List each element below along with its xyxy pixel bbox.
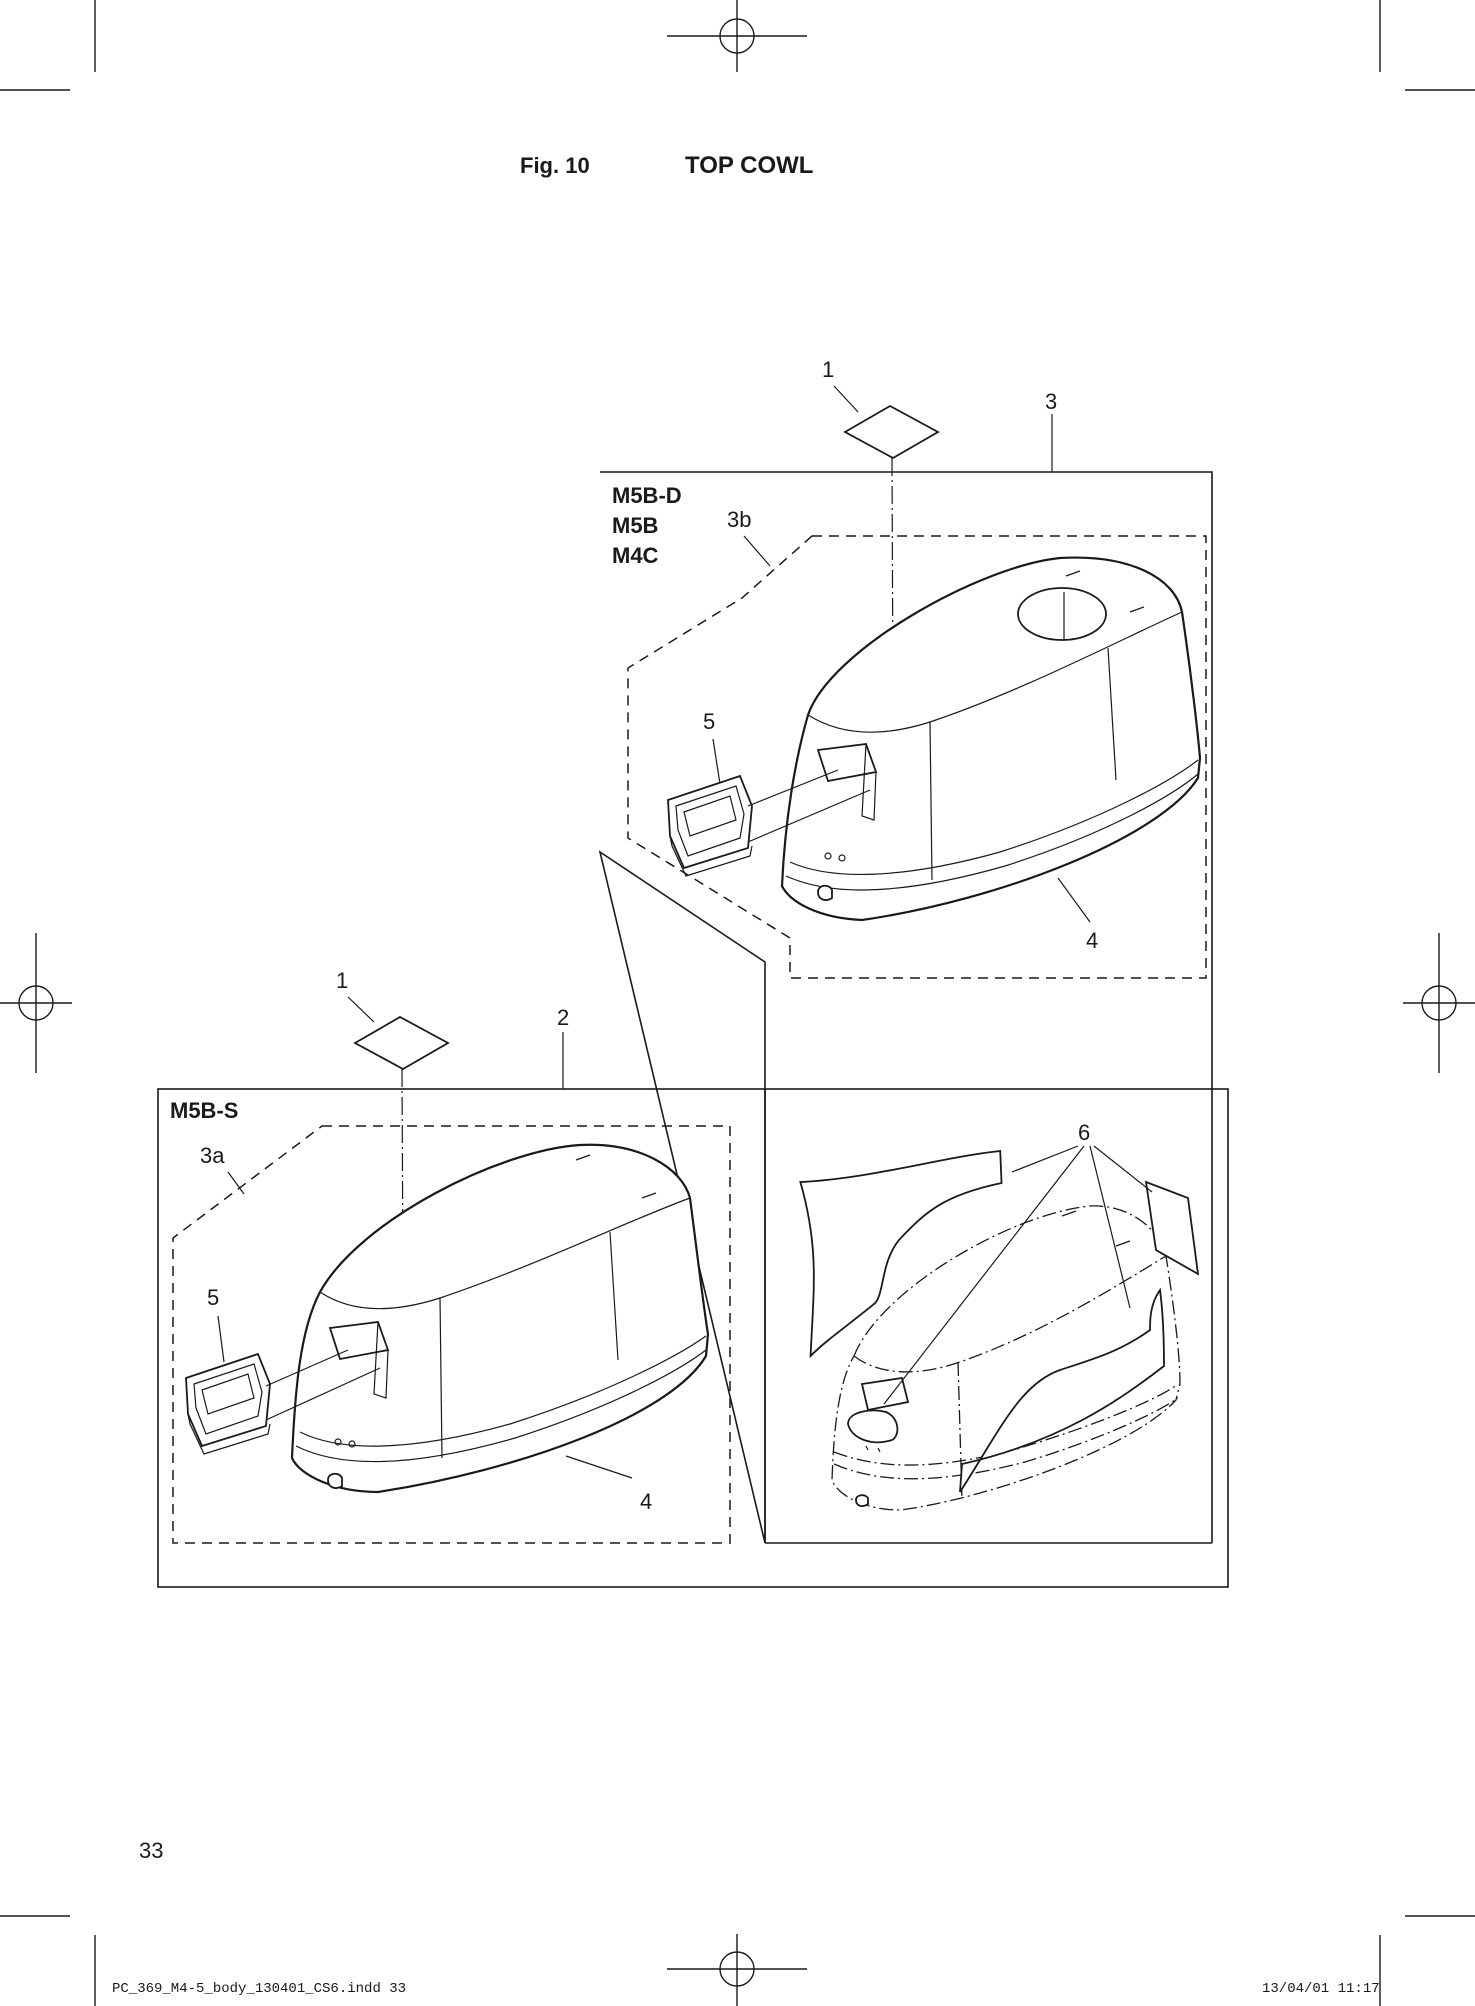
- decal-cowl-outline: [831, 1205, 1181, 1511]
- page-number: 33: [139, 1838, 163, 1863]
- callout-1-lower: 1: [336, 968, 348, 993]
- callout-1-lower-leader: [347, 996, 375, 1023]
- model-label-m5b-s: M5B-S: [170, 1098, 238, 1123]
- front-emblem-decal: [847, 1409, 899, 1444]
- side-decal-left: [799, 1149, 1003, 1359]
- lower-subset-dashed-outline: [172, 1125, 731, 1544]
- model-label-m4c: M4C: [612, 543, 659, 568]
- grille-assembly-line-upper-b: [747, 789, 871, 843]
- callout-5-lower-leader: [217, 1315, 225, 1363]
- callout-1-upper: 1: [822, 357, 834, 382]
- upper-subset-dashed-outline: [627, 535, 1207, 979]
- air-intake-grille-upper: [667, 774, 753, 877]
- top-cowl-lower: [290, 1143, 710, 1494]
- model-label-m5b: M5B: [612, 513, 658, 538]
- callout-4-lower: 4: [640, 1489, 652, 1514]
- grille-assembly-line-lower-a: [265, 1349, 349, 1387]
- top-cowl-upper: [780, 556, 1202, 922]
- side-decal-right: [959, 1287, 1165, 1493]
- callout-1-upper-leader: [833, 385, 859, 413]
- callout-3b: 3b: [727, 507, 751, 532]
- callout-3b-leader: [743, 535, 771, 567]
- callout-4-upper: 4: [1086, 928, 1098, 953]
- figure-title: TOP COWL: [685, 152, 813, 179]
- registration-mark-right: [1403, 933, 1475, 1073]
- caution-label-decal-lower: [353, 1015, 450, 1071]
- grille-assembly-line-upper-a: [747, 769, 839, 807]
- grille-assembly-line-lower-b: [265, 1367, 381, 1421]
- callout-6-leaders: [883, 1145, 1153, 1405]
- footer-file-name: PC_369_M4-5_body_130401_CS6.indd 33: [112, 1981, 406, 1997]
- registration-mark-top: [667, 0, 807, 72]
- callout-3: 3: [1045, 389, 1057, 414]
- rear-decal: [1144, 1180, 1200, 1276]
- registration-mark-left: [0, 933, 72, 1073]
- callout-4-lower-leader: [565, 1455, 633, 1479]
- footer-timestamp: 13/04/01 11:17: [1262, 1981, 1380, 1997]
- caution-label-decal-upper: [843, 404, 940, 460]
- air-intake-grille-lower: [185, 1352, 271, 1455]
- model-label-m5b-d: M5B-D: [612, 483, 682, 508]
- lower-set-frame: [157, 1088, 1229, 1588]
- callout-3a-leader: [227, 1171, 245, 1195]
- callout-4-upper-leader: [1057, 877, 1091, 923]
- callout-5-lower: 5: [207, 1285, 219, 1310]
- callout-5-upper-leader: [712, 738, 721, 785]
- callout-3a: 3a: [200, 1143, 225, 1168]
- figure-label: Fig. 10: [520, 153, 590, 178]
- callout-5-upper: 5: [703, 709, 715, 734]
- callout-2: 2: [557, 1005, 569, 1030]
- callout-6: 6: [1078, 1120, 1090, 1145]
- registration-mark-bottom: [667, 1934, 807, 2006]
